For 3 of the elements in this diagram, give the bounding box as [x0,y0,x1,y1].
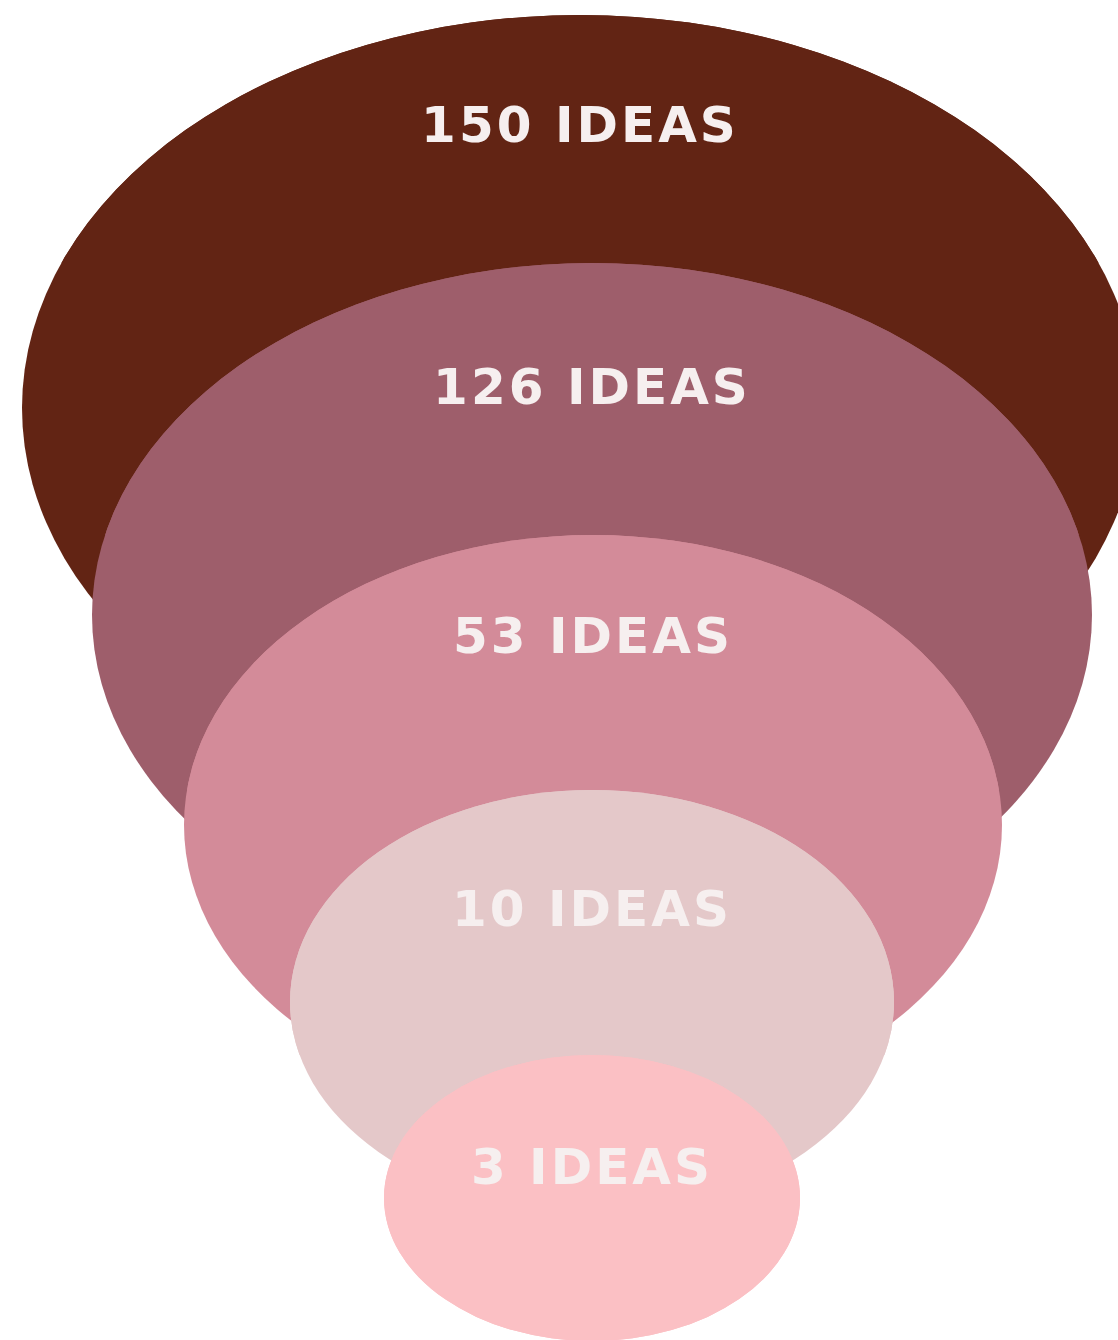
stage-label: 53 IDEAS [452,611,734,661]
stage-label: 150 IDEAS [420,100,740,150]
stage-label: 126 IDEAS [432,362,752,412]
